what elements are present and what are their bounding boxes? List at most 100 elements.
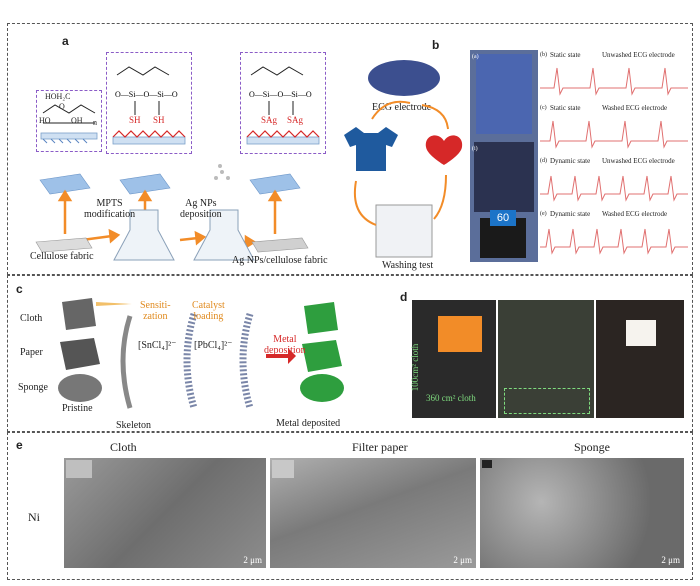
material-sponge: Sponge: [18, 382, 48, 393]
ecg-row-3-desc: Unwashed ECG electrode: [602, 157, 675, 165]
sh-group-2: SH: [153, 115, 165, 125]
col-title-cloth: Cloth: [110, 440, 137, 454]
heart-icon: [425, 135, 463, 165]
panel-cd-frame: [7, 275, 693, 432]
ecg-row-4: (e) Dynamic state Washed ECG electrode: [540, 209, 688, 262]
sem-image-cloth: 2 μm: [64, 458, 266, 568]
panel-e-label: e: [16, 438, 23, 452]
col-title-filter-paper: Filter paper: [352, 440, 408, 454]
panel-b-label: b: [432, 38, 440, 52]
catalyst-loading-label: Catalyst loading: [192, 300, 225, 322]
shirt-photo: [476, 54, 532, 134]
sem-inset-sponge: [482, 460, 492, 468]
heart-rate-display: 60: [490, 210, 516, 226]
caption-cellulose-fabric: Cellulose fabric: [30, 251, 94, 262]
metal-deposition-label: Metal deposition: [264, 334, 306, 356]
ecg-row-2: (c) Static state Washed ECG electrode: [540, 103, 688, 156]
caption-ag-fabric: Ag NPs/cellulose fabric: [232, 255, 328, 266]
ecg-trace-1: [540, 67, 688, 96]
sensitization-label: Sensiti- zation: [140, 300, 171, 322]
sn-fiber-icon: [183, 312, 198, 409]
ag-structure-icon: O—Si—O—Si—O: [246, 66, 320, 145]
mesh-1: [39, 173, 91, 195]
paper-icon: [60, 338, 100, 370]
pristine-label: Pristine: [62, 403, 93, 414]
chem-label-o: O: [59, 102, 65, 111]
mpts-structure-icon: O—Si—O—Si—O: [112, 66, 186, 145]
panel-ab-frame: [7, 23, 693, 275]
pbcl4-label: [PbCl₄]²⁻: [194, 340, 233, 351]
mesh-3: [249, 173, 301, 195]
wearer-photo: [474, 142, 534, 212]
chem-box-cellulose: HOH₂C HO OH O n: [36, 90, 102, 152]
scale-bar-sponge: 2 μm: [661, 555, 680, 565]
white-cloth-patch: [626, 320, 656, 346]
sh-group-1: SH: [129, 115, 141, 125]
sncl4-label: [SnCl₄]²⁻: [138, 340, 177, 351]
ecg-row-3-state: Dynamic state: [550, 157, 591, 165]
skeleton-fiber-icon: [120, 315, 133, 409]
chem-label-n: n: [93, 118, 97, 127]
washing-machine-icon: [375, 204, 433, 258]
panel-d-label: d: [400, 290, 408, 304]
chem-box-mpts: O—Si—O—Si—O SH SH: [106, 52, 192, 154]
chem-label-ho: HO: [39, 116, 51, 125]
pb-fiber-icon: [239, 312, 254, 409]
chem-label-oh: OH: [71, 116, 83, 125]
step-ag-label: Ag NPs deposition: [180, 198, 222, 220]
scale-bar-paper: 2 μm: [453, 555, 472, 565]
step-mpts-label: MPTS modification: [84, 198, 136, 220]
panel-a-label: a: [62, 34, 69, 48]
svg-text:O—Si—O—Si—O: O—Si—O—Si—O: [115, 90, 178, 99]
photo-tag-i: (i): [472, 146, 478, 152]
sem-inset-paper: [272, 460, 294, 478]
ecg-row-4-state: Dynamic state: [550, 210, 591, 218]
green-sponge-icon: [300, 374, 344, 402]
material-paper: Paper: [20, 347, 43, 358]
panel-d-photos: [412, 300, 684, 418]
metal-deposited-materials: [300, 302, 344, 402]
row-label-ni: Ni: [28, 510, 40, 524]
ecg-trace-2: [540, 120, 688, 149]
ecg-electrode-photo: [368, 60, 440, 96]
metal-deposition-arrow: [266, 348, 296, 364]
ecg-row-4-desc: Washed ECG electrode: [602, 210, 668, 218]
green-paper-icon: [302, 340, 342, 372]
panel-e-frame: [7, 432, 693, 580]
ecg-row-2-state: Static state: [550, 104, 581, 112]
chem-box-ag: O—Si—O—Si—O SAg SAg: [240, 52, 326, 154]
panel-c-diagram: [58, 298, 344, 409]
photo-large-cloth: [498, 300, 594, 418]
photo-white-patch: [596, 300, 684, 418]
ecg-trace-3: [540, 175, 688, 202]
ecg-row-2-tag: (c): [540, 105, 547, 111]
ecg-row-1-state: Static state: [550, 51, 581, 59]
tshirt-icon: [344, 127, 398, 171]
sem-image-sponge: 2 μm: [480, 458, 684, 568]
ecg-row-1-desc: Unwashed ECG electrode: [602, 51, 675, 59]
cellulose-structure-icon: [40, 104, 98, 144]
ecg-row-1: (b) Static state Unwashed ECG electrode: [540, 50, 688, 103]
panel-b-photo-column: 60 (a) (i): [470, 50, 538, 262]
material-cloth: Cloth: [20, 313, 43, 324]
pristine-materials: [58, 298, 102, 402]
ecg-row-3-tag: (d): [540, 158, 547, 164]
chem-label-hoh2c: HOH₂C: [45, 92, 71, 101]
ecg-row-2-desc: Washed ECG electrode: [602, 104, 668, 112]
photo-tag-a: (a): [472, 54, 479, 60]
sag-group-1: SAg: [261, 115, 278, 125]
ecg-row-3: (d) Dynamic state Unwashed ECG electrode: [540, 156, 688, 209]
ecg-cycle-diagram: [344, 100, 463, 258]
orange-cloth-patch: [438, 316, 482, 352]
skeleton-label: Skeleton: [116, 420, 151, 431]
panel-a-process-diagram: [35, 164, 309, 261]
ecg-row-1-tag: (b): [540, 52, 547, 58]
green-cloth-icon: [304, 302, 338, 334]
sem-inset-cloth: [66, 460, 92, 478]
caption-ecg-electrode: ECG electrode: [372, 102, 432, 113]
photo-orange-cloth: [412, 300, 496, 418]
label-100cm-cloth: 100cm² cloth: [410, 343, 421, 392]
col-title-sponge: Sponge: [574, 440, 610, 454]
ecg-rows: (b) Static state Unwashed ECG electrode …: [540, 50, 688, 262]
svg-text:O—Si—O—Si—O: O—Si—O—Si—O: [249, 90, 312, 99]
